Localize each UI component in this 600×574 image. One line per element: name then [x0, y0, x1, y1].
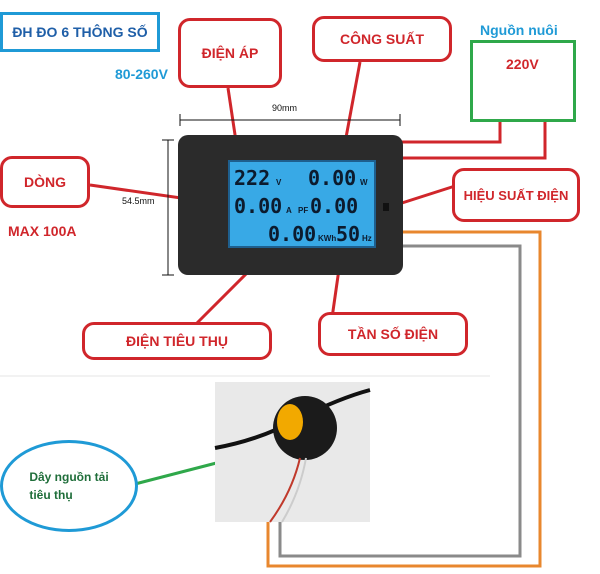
- callout-power: CÔNG SUẤT: [312, 16, 452, 62]
- supply-title: Nguồn nuôi: [480, 22, 558, 38]
- current-transformer-core: [277, 404, 303, 440]
- supply-box: [470, 40, 576, 122]
- max-current-label: MAX 100A: [8, 223, 76, 239]
- load-wire-ellipse: Dây nguồn tải tiêu thụ: [0, 440, 138, 532]
- callout-power-factor: HIỆU SUẤT ĐIỆN: [452, 168, 580, 222]
- meter-side-button: [383, 203, 389, 211]
- load-wire-line1: Dây nguồn tải: [29, 468, 108, 486]
- display-voltage-unit: V: [276, 178, 281, 187]
- display-pf: 0.00: [310, 194, 358, 218]
- display-voltage: 222: [234, 166, 270, 190]
- display-pf-label: PF: [298, 206, 308, 215]
- display-power: 0.00: [308, 166, 356, 190]
- callout-frequency: TẦN SỐ ĐIỆN: [318, 312, 468, 356]
- load-wire-text: Dây nguồn tải tiêu thụ: [29, 468, 108, 504]
- callout-energy: ĐIỆN TIÊU THỤ: [82, 322, 272, 360]
- dim-height-line: [162, 140, 174, 275]
- display-current: 0.00: [234, 194, 282, 218]
- callout-current: DÒNG: [0, 156, 90, 208]
- callout-voltage: ĐIỆN ÁP: [178, 18, 282, 88]
- display-current-unit: A: [286, 206, 292, 215]
- display-frequency: 50: [336, 222, 360, 246]
- leader-load: [135, 460, 228, 484]
- load-wire-line2: tiêu thụ: [29, 486, 108, 504]
- display-power-unit: W: [360, 178, 368, 187]
- dim-width-line: [180, 114, 400, 126]
- display-frequency-unit: Hz: [362, 234, 372, 243]
- meter-display: 222 V 0.00 W 0.00 A PF 0.00 0.00 KWh 50 …: [228, 160, 376, 248]
- dimension-height: 54.5mm: [122, 196, 155, 206]
- dimension-width: 90mm: [272, 103, 297, 113]
- display-energy: 0.00: [268, 222, 316, 246]
- title-box: ĐH ĐO 6 THÔNG SỐ: [0, 12, 160, 52]
- display-energy-unit: KWh: [318, 234, 336, 243]
- voltage-range: 80-260V: [115, 66, 168, 82]
- supply-voltage: 220V: [506, 56, 539, 72]
